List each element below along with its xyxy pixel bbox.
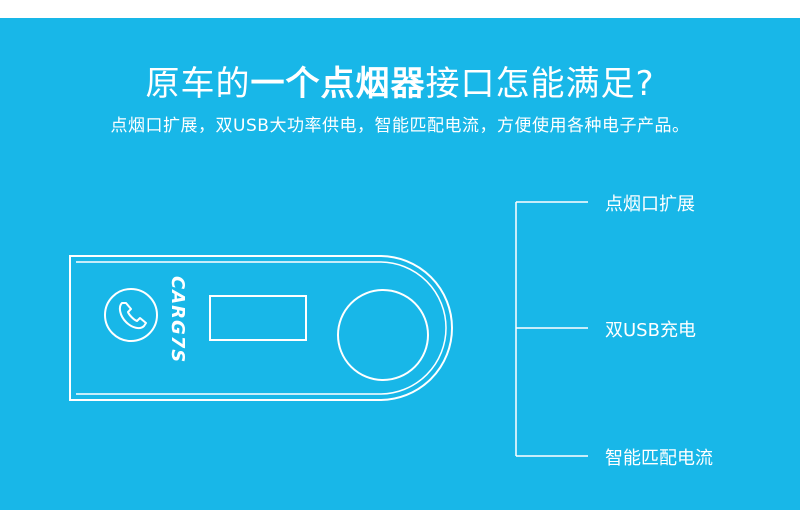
feature-connector-lines bbox=[515, 201, 588, 457]
feature-smart-current: 智能匹配电流 bbox=[605, 448, 713, 469]
display-screen bbox=[209, 295, 307, 341]
blue-banner-panel: 原车的一个点烟器接口怎能满足? 点烟口扩展，双USB大功率供电，智能匹配电流，方… bbox=[0, 18, 800, 510]
headline-bold: 一个点烟器 bbox=[250, 64, 426, 104]
headline: 原车的一个点烟器接口怎能满足? bbox=[0, 56, 800, 105]
feature-cigarette-socket: 点烟口扩展 bbox=[605, 194, 695, 215]
phone-icon bbox=[104, 288, 158, 342]
brand-logo-text: CARG7S bbox=[167, 276, 188, 363]
subtitle: 点烟口扩展，双USB大功率供电，智能匹配电流，方便使用各种电子产品。 bbox=[110, 116, 690, 136]
headline-prefix: 原车的 bbox=[145, 64, 251, 104]
device-illustration: CARG7S bbox=[69, 201, 588, 457]
lighter-socket bbox=[337, 289, 429, 381]
device-outer-outline bbox=[69, 255, 453, 401]
headline-suffix: 接口怎能满足? bbox=[425, 64, 655, 104]
brand-logo: CARG7S bbox=[167, 276, 188, 363]
device-inner-outline bbox=[76, 261, 447, 395]
feature-dual-usb: 双USB充电 bbox=[605, 320, 696, 341]
